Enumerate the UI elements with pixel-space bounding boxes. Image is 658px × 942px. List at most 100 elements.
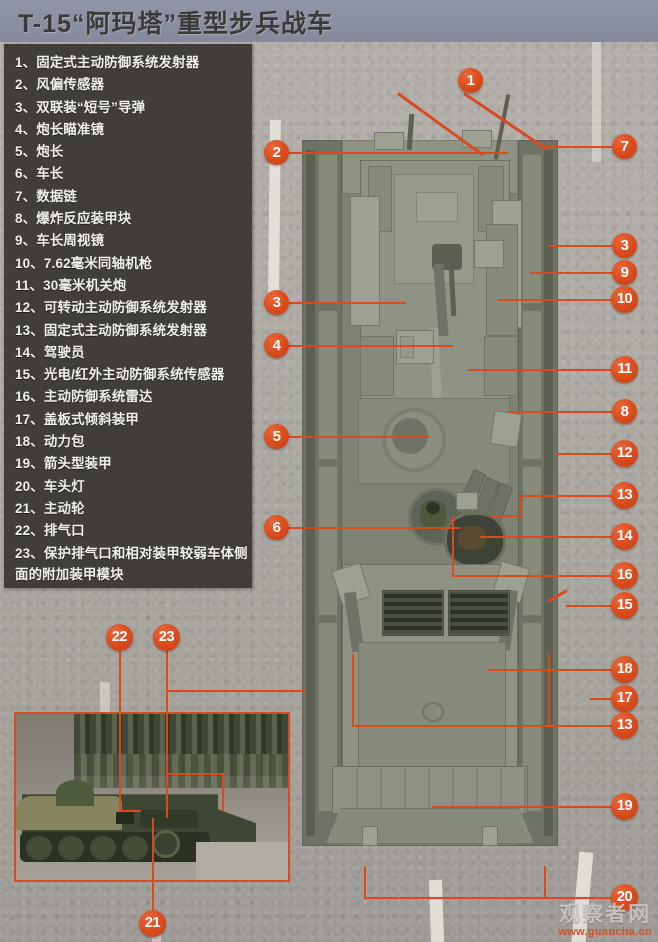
callout-12[interactable]: 12 [611,440,638,467]
grille-fins-right [450,592,508,634]
leader-line-13d [352,725,612,727]
legend-item-3: 3、双联装“短号”导弹 [15,99,146,115]
right-track-shadow [544,150,553,836]
leader-line-22 [119,650,121,812]
legend-item-12: 12、可转动主动防御系统发射器 [15,300,207,316]
legend-item-6: 6、车长 [15,166,64,182]
leader-line-3r [548,245,612,247]
legend-item-9: 9、车长周视镜 [15,233,105,249]
callout-17[interactable]: 17 [611,685,638,712]
page-title: T-15“阿玛塔”重型步兵战车 [18,10,334,38]
legend-item-15: 15、光电/红外主动防御系统传感器 [15,367,225,383]
callout-11[interactable]: 11 [611,356,638,383]
legend-item-20: 20、车头灯 [15,478,85,494]
callout-23[interactable]: 23 [153,624,180,651]
inset-crew-figure [56,780,94,806]
callout-7[interactable]: 7 [612,134,637,159]
callout-6[interactable]: 6 [264,515,289,540]
leader-line-19 [432,806,612,808]
leader-line-17 [590,698,612,700]
legend-item-5: 5、炮长 [15,144,64,160]
inset-photo-parade [14,712,290,882]
leader-line-13u-foot [490,515,522,517]
crew-member-driver [458,526,486,550]
hull-nose-chamfer [326,808,534,844]
inset-exhaust-port [116,812,134,824]
callout-13-lower[interactable]: 13 [611,712,638,739]
left-armor-module [318,310,338,460]
callout-2[interactable]: 2 [264,140,289,165]
leader-line-13d-riser-r [548,654,550,726]
rotatable-aps-launcher [489,410,523,448]
callout-19[interactable]: 19 [611,793,638,820]
right-armor-module [522,154,542,304]
crew-helmet [426,502,440,514]
callout-3-left[interactable]: 3 [264,290,289,315]
inset-road-wheel [122,836,148,860]
callout-8[interactable]: 8 [612,399,637,424]
leader-line-2 [288,152,508,154]
callout-16[interactable]: 16 [611,562,638,589]
leader-line-4 [288,345,453,347]
right-armor-module [522,310,542,460]
turret-hatch-panel [416,192,458,222]
legend-item-1: 1、固定式主动防御系统发射器 [15,55,200,70]
tank-top-view [296,94,564,930]
legend-item-11: 11、30毫米机关炮 [15,277,127,293]
leader-line-20-riser-r [544,866,546,898]
kornet-launcher-left [350,196,380,326]
leader-line-7 [540,146,612,148]
legend-item-7: 7、数据链 [15,188,78,204]
callout-20[interactable]: 20 [611,884,638,911]
leader-line-20 [364,897,618,899]
commander-panoramic-sight [474,240,504,268]
header-bar: T-15“阿玛塔”重型步兵战车 [0,0,658,42]
callout-3-right[interactable]: 3 [612,233,637,258]
leader-line-16 [452,575,612,577]
callout-5[interactable]: 5 [264,424,289,449]
callout-4[interactable]: 4 [264,333,289,358]
headlight-right [482,826,498,846]
inset-crowd-row2 [74,754,288,788]
leader-line-22-foot [119,810,141,812]
leader-line-23-branch2 [166,773,222,775]
inset-drive-sprocket [152,830,180,858]
legend-item-13: 13、固定式主动防御系统发射器 [15,322,207,338]
leader-line-12 [556,453,612,455]
legend-panel: 1、固定式主动防御系统发射器 2、风偏传感器 3、双联装“短号”导弹 4、炮长瞄… [4,44,252,588]
leader-line-5 [288,436,430,438]
callout-18[interactable]: 18 [611,656,638,683]
callout-14[interactable]: 14 [611,523,638,550]
era-block-right-lower [484,336,518,396]
leader-line-20-riser-l [364,866,366,898]
inset-road-wheel [26,836,52,860]
leader-line-13d-riser-l [352,654,354,726]
leader-line-13u [520,495,612,497]
leader-line-23-branch [166,690,306,692]
headlight-left [362,826,378,846]
callout-13-upper[interactable]: 13 [611,482,638,509]
leader-line-21 [152,818,154,916]
leader-line-16-riser [452,516,454,576]
legend-item-16: 16、主动防御系统雷达 [15,389,153,405]
callout-10[interactable]: 10 [611,286,638,313]
road-stripe [592,42,601,162]
aps-radar-panel [456,492,478,510]
inset-road-wheel [58,836,84,860]
legend-item-4: 4、炮长瞄准镜 [15,121,105,137]
left-armor-module [318,154,338,304]
leader-line-14 [480,536,612,538]
callout-1[interactable]: 1 [458,68,483,93]
leader-line-23 [166,650,168,818]
leader-line-15 [566,605,612,607]
leader-line-3l [288,302,406,304]
leader-line-9 [530,272,612,274]
callout-15[interactable]: 15 [611,592,638,619]
leader-line-11 [468,369,612,371]
leader-line-8 [508,411,612,413]
callout-21[interactable]: 21 [139,910,166,937]
leader-line-13u-drop [520,495,522,517]
callout-22[interactable]: 22 [106,624,133,651]
callout-9[interactable]: 9 [612,260,637,285]
